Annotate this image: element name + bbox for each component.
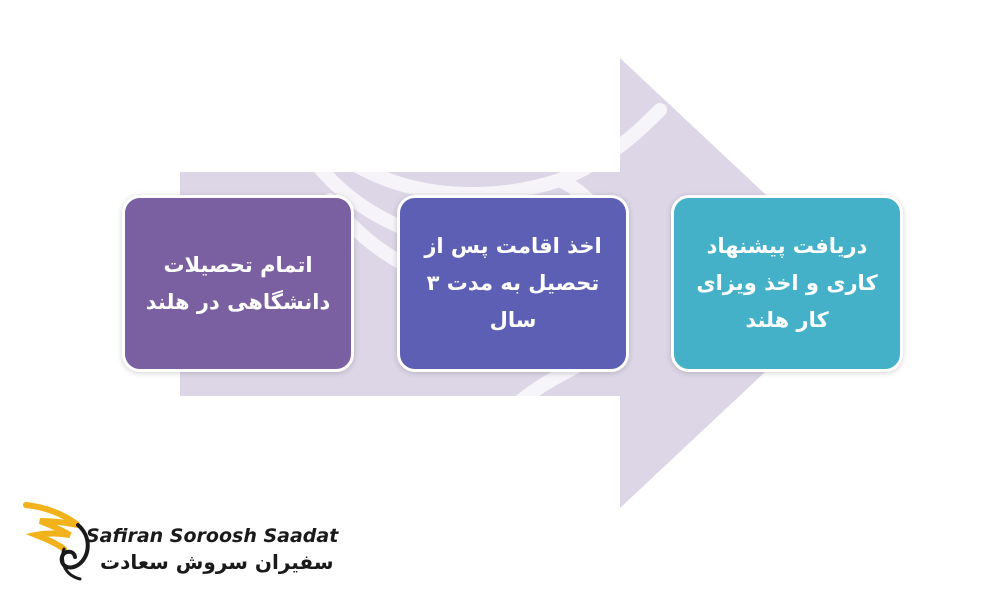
company-logo: Safiran Soroosh Saadat سفیران سروش سعادت	[20, 495, 338, 585]
step-post-study-residence: اخذ اقامت پس از تحصیل به مدت ۳ سال	[397, 195, 629, 372]
step-text: دریافت پیشنهاد کاری و اخذ ویزای کار هلند	[696, 234, 878, 332]
golden-wing-swirl-icon	[23, 502, 90, 581]
logo-name-en: Safiran Soroosh Saadat	[86, 525, 339, 547]
logo-name-fa: سفیران سروش سعادت	[100, 550, 334, 574]
step-text: اخذ اقامت پس از تحصیل به مدت ۳ سال	[424, 234, 602, 332]
step-job-offer-work-visa: دریافت پیشنهاد کاری و اخذ ویزای کار هلند	[671, 195, 903, 372]
step-text: اتمام تحصیلات دانشگاهی در هلند	[145, 252, 331, 314]
step-university-completion: اتمام تحصیلات دانشگاهی در هلند	[122, 195, 354, 372]
